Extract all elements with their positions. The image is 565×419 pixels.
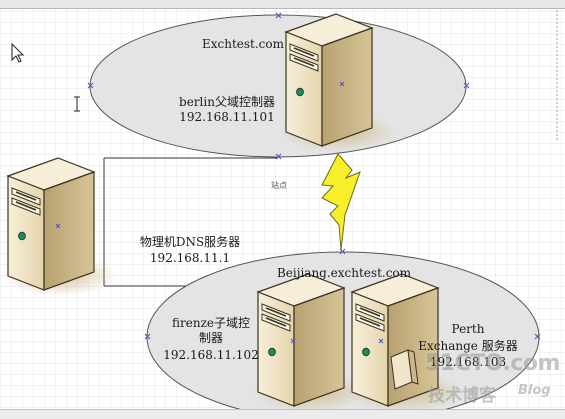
mouse-pointer-icon bbox=[11, 42, 25, 63]
perth-label-role: Exchange 服务器 bbox=[418, 339, 518, 353]
top-domain-title: Exchtest.com bbox=[201, 37, 285, 51]
berlin-label-name: berlin父域控制器 bbox=[179, 95, 275, 109]
watermark-logo: 51CTO.com bbox=[425, 351, 560, 376]
exchange-document-side bbox=[407, 349, 419, 385]
site-label: 站点 bbox=[271, 181, 287, 190]
firenze-label-ip: 192.168.11.102 bbox=[163, 348, 259, 362]
perth-label-name: Perth bbox=[451, 322, 485, 336]
bottom-domain-title: Beijiang.exchtest.com bbox=[276, 266, 412, 280]
berlin-label-ip: 192.168.11.101 bbox=[179, 110, 275, 124]
watermark-subtitle: 技术博客 bbox=[428, 386, 496, 406]
watermark-blog: Blog bbox=[518, 383, 551, 398]
firenze-label-name: firenze子域控 bbox=[172, 316, 250, 330]
dns-server-label-ip: 192.168.11.1 bbox=[149, 251, 231, 265]
top-ruler bbox=[0, 0, 565, 9]
connection-points bbox=[55, 12, 541, 344]
firenze-label-role: 制器 bbox=[198, 331, 223, 345]
bottom-ruler bbox=[0, 409, 565, 419]
dns-server-label-name: 物理机DNS服务器 bbox=[139, 235, 241, 249]
perth-label-ip: 192.168.103 bbox=[429, 355, 507, 369]
text-cursor-icon bbox=[74, 96, 80, 112]
